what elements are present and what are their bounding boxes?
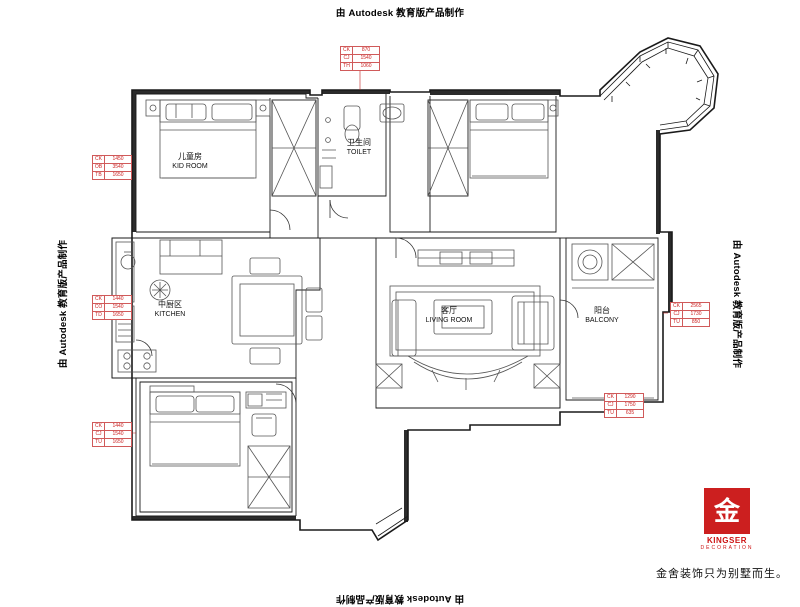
- dim-key: CK: [341, 47, 353, 54]
- dim-key: TU: [93, 439, 105, 446]
- room-label-living-room: 客厅 LIVING ROOM: [415, 306, 483, 325]
- room-label-kitchen: 中厨区 KITCHEN: [140, 300, 200, 319]
- dim-value: 1650: [112, 172, 124, 179]
- dim-value: 1730: [690, 311, 702, 318]
- dim-value: 1450: [112, 156, 124, 163]
- room-label-toilet: 卫生间 TOILET: [330, 138, 388, 157]
- logo-mark: 金: [704, 488, 750, 534]
- watermark-right: 由 Autodesk 教育版产品制作: [730, 239, 742, 368]
- company-tagline: 金舍装饰只为别墅而生。: [656, 568, 788, 580]
- dim-value: 2565: [690, 303, 702, 310]
- dim-value: 870: [361, 47, 371, 54]
- dim-value: 1540: [112, 304, 124, 311]
- room-label-kids-bedroom: 儿童房 KID ROOM: [158, 152, 222, 171]
- company-logo: 金 KINGSER DECORATION: [694, 488, 760, 551]
- room-name-en: KITCHEN: [154, 311, 186, 318]
- dim-value: 1650: [112, 439, 124, 446]
- logo-subtitle: DECORATION: [700, 545, 754, 551]
- room-name-en: KID ROOM: [172, 163, 208, 170]
- dim-key: CK: [671, 303, 683, 310]
- dim-key: TU: [605, 410, 617, 417]
- room-name-cn: 中厨区: [158, 300, 182, 309]
- dim-value: 850: [691, 319, 701, 326]
- dim-key: CJ: [671, 311, 683, 318]
- room-name-cn: 卫生间: [347, 138, 371, 147]
- dim-value: 635: [625, 410, 635, 417]
- dim-value: 3540: [112, 164, 124, 171]
- dim-key: TU: [671, 319, 683, 326]
- dim-value: 1540: [360, 55, 372, 62]
- dim-key: CO: [93, 304, 105, 311]
- dimension-tag-left-lower: CK 1440 CJ 1540 TU 1650: [92, 422, 132, 447]
- dim-key: CK: [93, 296, 105, 303]
- dim-key: CK: [93, 156, 105, 163]
- dim-key: TB: [93, 172, 105, 179]
- dimension-tag-left-middle: CK 1440 CO 1540 TD 1650: [92, 295, 132, 320]
- dim-key: CK: [605, 394, 617, 401]
- watermark-bottom: 由 Autodesk 教育版产品制作: [335, 593, 465, 604]
- dimension-tag-right-lower: CK 1290 CJ 1750 TU 635: [604, 393, 644, 418]
- dim-key: TD: [93, 312, 105, 319]
- dim-key: OB: [93, 164, 105, 171]
- dim-key: CJ: [605, 402, 617, 409]
- dim-value: 1440: [112, 423, 124, 430]
- watermark-left: 由 Autodesk 教育版产品制作: [58, 239, 70, 368]
- logo-brand: KINGSER: [707, 536, 747, 545]
- dimension-tag-top: CK 870 CJ 1540 TH 1060: [340, 46, 380, 71]
- dim-value: 1650: [112, 312, 124, 319]
- dim-value: 1440: [112, 296, 124, 303]
- dimension-tag-left-upper: CK 1450 OB 3540 TB 1650: [92, 155, 132, 180]
- dimension-tag-right-upper: CK 2565 CJ 1730 TU 850: [670, 302, 710, 327]
- dim-key: TH: [341, 63, 353, 70]
- dim-value: 1750: [624, 402, 636, 409]
- dim-value: 1540: [112, 431, 124, 438]
- room-name-cn: 客厅: [441, 306, 457, 315]
- watermark-top: 由 Autodesk 教育版产品制作: [335, 8, 465, 19]
- dim-value: 1060: [360, 63, 372, 70]
- dim-key: CK: [93, 423, 105, 430]
- room-label-balcony: 阳台 BALCONY: [574, 306, 630, 325]
- room-name-en: TOILET: [346, 149, 372, 156]
- room-name-cn: 阳台: [594, 306, 610, 315]
- dim-key: CJ: [341, 55, 353, 62]
- dim-value: 1290: [624, 394, 636, 401]
- dim-key: CJ: [93, 431, 105, 438]
- room-name-en: LIVING ROOM: [425, 317, 473, 324]
- room-name-en: BALCONY: [585, 317, 619, 324]
- room-name-cn: 儿童房: [178, 152, 202, 161]
